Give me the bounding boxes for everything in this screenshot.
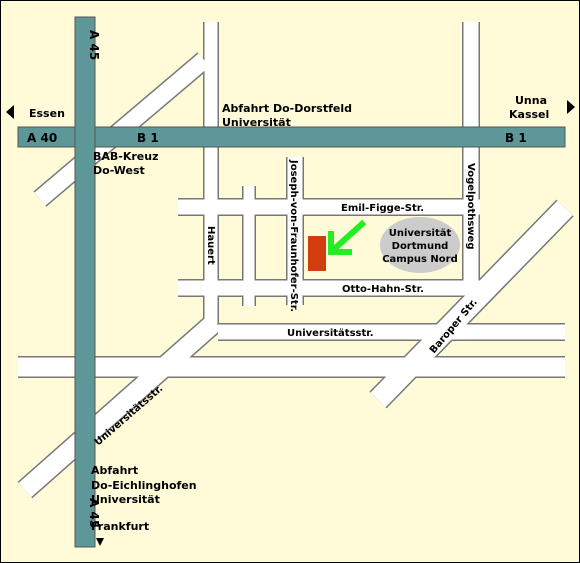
label-do-west: Do-West [93,164,145,177]
label-do-eichlinghofen: Do-Eichlinghofen [91,479,197,492]
arrow-right-icon [567,100,575,114]
road-network [17,22,574,499]
label-frankfurt: Frankfurt [91,520,149,533]
label-exit-dorstfeld: Abfahrt Do-Dorstfeld [222,102,352,115]
label-b1-right: B 1 [505,131,527,145]
label-bab-kreuz: BAB-Kreuz [93,150,159,163]
arrow-icon [328,219,367,255]
arrow-left-icon [6,105,14,119]
highway-a45 [74,16,96,548]
highways [17,16,566,548]
label-universitaetsstr-h: Universitätsstr. [287,328,374,339]
building-marker [308,236,326,271]
label-joseph-von-fraunhofer-str: Joseph-von-Fraunhofer-Str. [288,159,299,312]
label-a45-bottom: A 45 [87,498,101,528]
campus-area [380,217,460,273]
label-vogelpothsweg: Vogelpothsweg [465,163,476,250]
label-essen: Essen [29,107,65,120]
label-a40: A 40 [27,131,57,145]
label-campus-line2: Dortmund [392,241,449,252]
label-otto-hahn-str: Otto-Hahn-Str. [342,284,424,295]
label-b1-left: B 1 [137,131,159,145]
highway-a40-b1 [17,126,566,148]
label-campus-line1: Universität [389,228,452,239]
label-emil-figge-str: Emil-Figge-Str. [341,203,424,214]
label-hauert: Hauert [205,226,216,265]
label-campus-line3: Campus Nord [382,254,458,265]
label-a45-top: A 45 [87,30,101,60]
arrow-down-icon [96,538,104,546]
label-eichlinghofen-uni: Universität [91,493,160,506]
label-exit-eichlinghofen: Abfahrt [91,464,138,477]
label-exit-dorstfeld-uni: Universität [222,116,291,129]
label-unna: Unna [515,94,547,107]
label-kassel: Kassel [509,108,549,121]
